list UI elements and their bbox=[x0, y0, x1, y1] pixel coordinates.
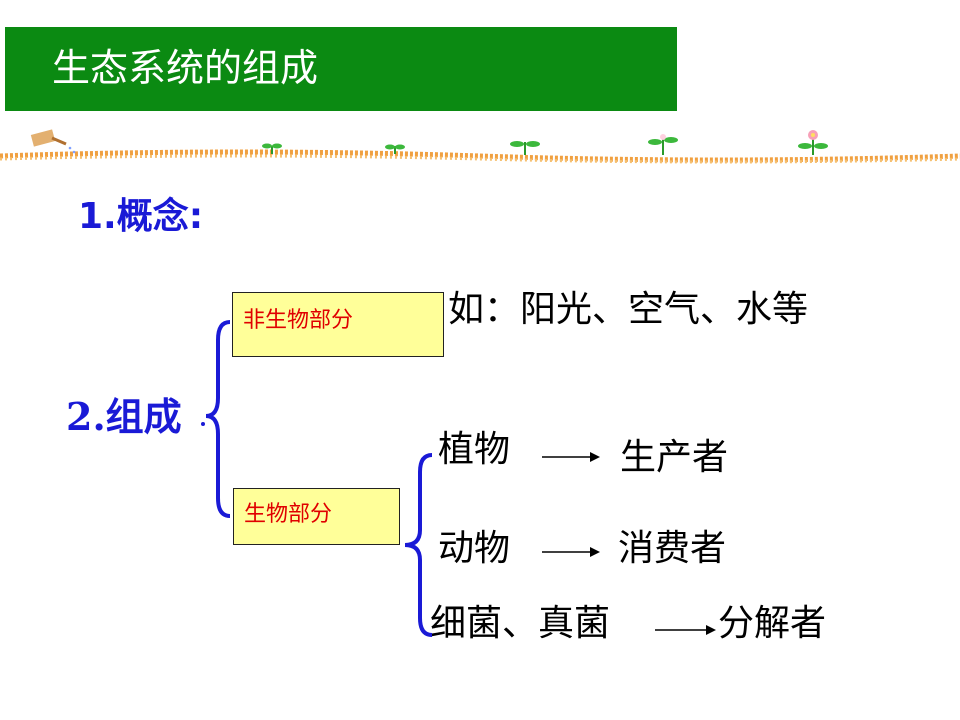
arrow-animals-consumers bbox=[542, 547, 600, 557]
role-consumers: 消费者 bbox=[618, 528, 727, 569]
organism-plants: 植物 bbox=[438, 429, 511, 470]
main-brace bbox=[205, 320, 231, 518]
composition-heading: 2.组成 bbox=[66, 394, 182, 439]
role-producers: 生产者 bbox=[620, 437, 729, 478]
garden-border-decoration bbox=[0, 129, 960, 164]
abiotic-example: 如：阳光、空气、水等 bbox=[448, 289, 809, 330]
slide-title: 生态系统的组成 bbox=[52, 46, 319, 90]
role-decomposers: 分解者 bbox=[718, 603, 827, 644]
organism-bacteria-fungi: 细菌、真菌 bbox=[430, 603, 611, 644]
sprout-icon bbox=[385, 144, 405, 154]
concept-heading: 1.概念: bbox=[78, 196, 204, 237]
title-bar: 生态系统的组成 bbox=[5, 27, 677, 111]
arrow-bacteria-decomposers bbox=[655, 625, 716, 635]
watering-can-icon bbox=[30, 129, 76, 154]
sprout-icon bbox=[648, 134, 678, 155]
abiotic-box: 非生物部分 bbox=[232, 292, 444, 357]
arrow-plants-producers bbox=[542, 452, 600, 462]
flower-icon bbox=[798, 130, 828, 155]
biotic-box: 生物部分 bbox=[233, 488, 400, 545]
organism-animals: 动物 bbox=[438, 528, 511, 569]
biotic-brace bbox=[404, 453, 433, 637]
brace-dot bbox=[201, 422, 205, 426]
sprout-icon bbox=[510, 141, 540, 155]
sprout-icon bbox=[262, 143, 282, 154]
